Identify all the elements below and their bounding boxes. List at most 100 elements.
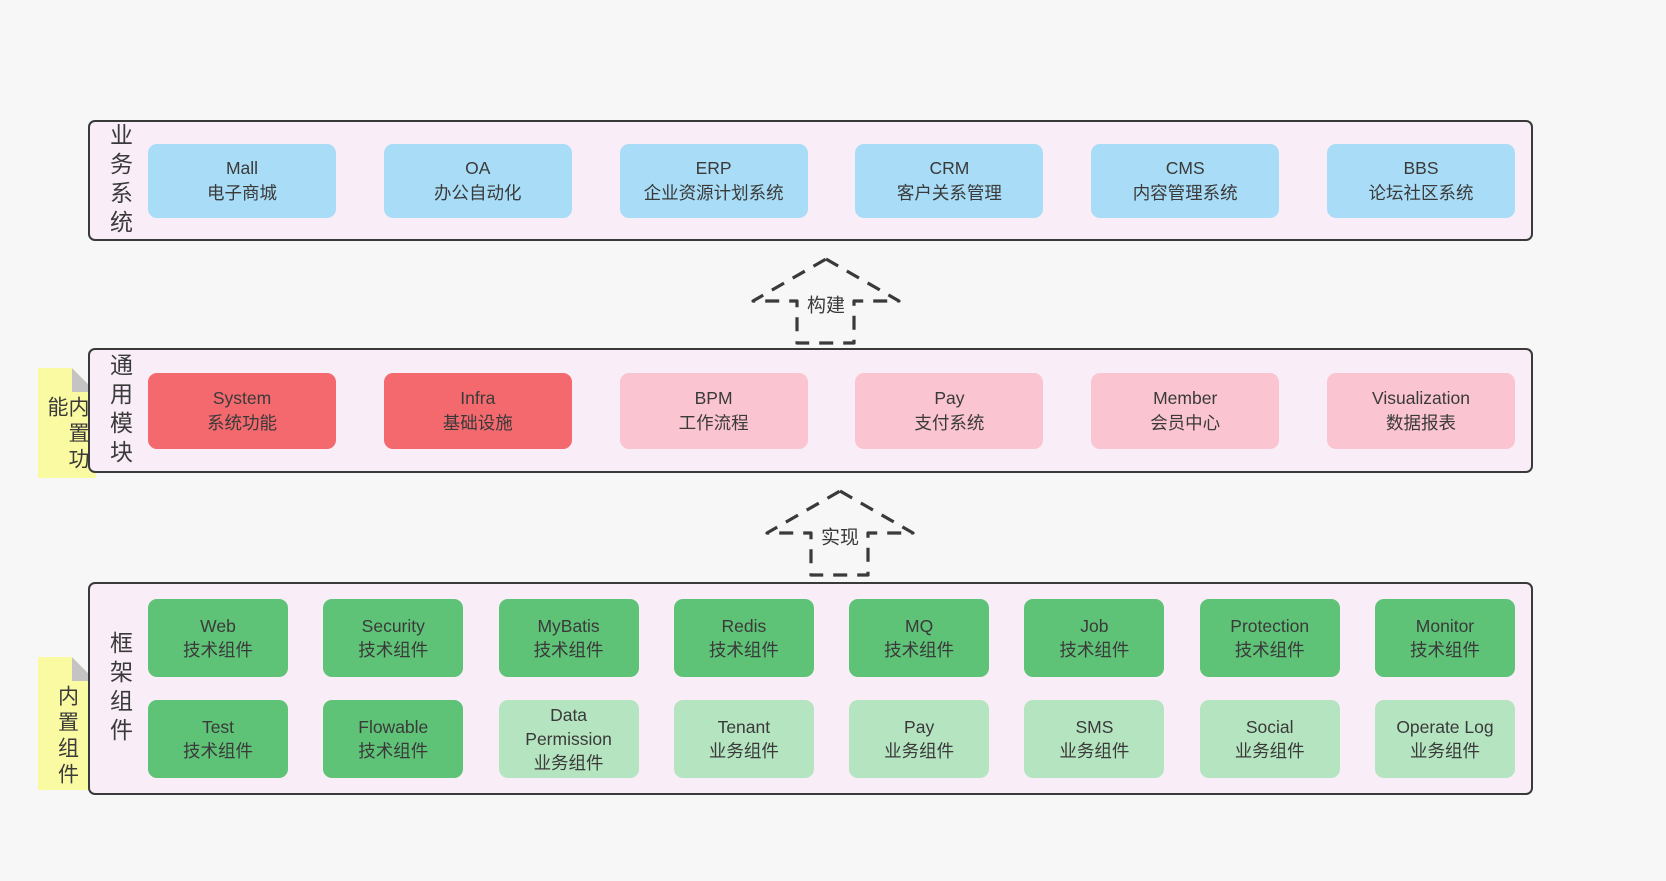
box-subtitle: 技术组件 bbox=[358, 640, 429, 660]
box-mq: MQ 技术组件 bbox=[849, 599, 990, 677]
box-title: CMS bbox=[1165, 158, 1205, 179]
box-title: Pay bbox=[934, 388, 965, 409]
box-subtitle: 数据报表 bbox=[1385, 412, 1456, 433]
arrow-up-dashed-icon bbox=[751, 257, 901, 345]
sticky-builtin-features-label: 内置功能 bbox=[45, 396, 89, 474]
box-title: Monitor bbox=[1415, 615, 1475, 636]
box-infra: Infra 基础设施 bbox=[383, 372, 572, 449]
box-pay-system: Pay 支付系统 bbox=[855, 372, 1044, 449]
box-protection: Protection 技术组件 bbox=[1199, 599, 1340, 677]
panel-business-systems-label: 业务系统 bbox=[106, 122, 133, 239]
box-cms: CMS 内容管理系统 bbox=[1091, 143, 1280, 218]
box-title: Tenant bbox=[717, 716, 771, 737]
arrow-build: 构建 bbox=[750, 256, 902, 346]
box-subtitle: 业务组件 bbox=[884, 741, 955, 761]
box-oa: OA 办公自动化 bbox=[383, 143, 572, 218]
box-mybatis: MyBatis 技术组件 bbox=[498, 599, 639, 677]
box-subtitle: 技术组件 bbox=[1059, 640, 1130, 660]
box-title: Test bbox=[201, 716, 235, 737]
panel-business-systems: 业务系统 Mall 电子商城 OA 办公自动化 ERP 企业资源计划系统 CRM bbox=[88, 120, 1533, 241]
box-subtitle: 技术组件 bbox=[183, 741, 253, 761]
framework-components-row-2: Test 技术组件 Flowable 技术组件 Data Permission … bbox=[148, 700, 1515, 778]
box-job: Job 技术组件 bbox=[1024, 599, 1165, 677]
panel-framework-components-label: 框架组件 bbox=[106, 630, 133, 747]
box-flowable: Flowable 技术组件 bbox=[323, 700, 464, 778]
box-subtitle: 业务组件 bbox=[1059, 741, 1130, 761]
box-erp: ERP 企业资源计划系统 bbox=[619, 143, 808, 218]
box-title: Pay bbox=[904, 716, 935, 737]
box-subtitle: 技术组件 bbox=[358, 741, 429, 761]
box-web: Web 技术组件 bbox=[148, 599, 288, 677]
box-title: Member bbox=[1153, 388, 1218, 409]
panel-business-systems-label-wrap: 业务系统 bbox=[90, 122, 148, 239]
box-operate-log: Operate Log 业务组件 bbox=[1374, 700, 1515, 778]
box-mall: Mall 电子商城 bbox=[148, 143, 336, 218]
arrow-up-dashed-icon bbox=[765, 489, 915, 577]
box-title: Security bbox=[361, 615, 425, 636]
box-bpm: BPM 工作流程 bbox=[619, 372, 808, 449]
box-subtitle: 技术组件 bbox=[884, 640, 955, 660]
panel-common-modules: 通用模块 System 系统功能 Infra 基础设施 BPM 工作流程 Pay bbox=[88, 348, 1533, 473]
box-system: System 系统功能 bbox=[148, 372, 336, 449]
box-subtitle: 技术组件 bbox=[183, 640, 253, 660]
box-subtitle: 办公自动化 bbox=[434, 182, 522, 203]
box-subtitle: 支付系统 bbox=[914, 412, 985, 433]
box-sms: SMS 业务组件 bbox=[1024, 700, 1165, 778]
box-subtitle: 系统功能 bbox=[207, 412, 277, 433]
box-subtitle: 技术组件 bbox=[1409, 640, 1480, 660]
box-visualization: Visualization 数据报表 bbox=[1326, 372, 1515, 449]
box-title: Mall bbox=[225, 158, 259, 179]
box-social: Social 业务组件 bbox=[1199, 700, 1340, 778]
panel-framework-components-label-wrap: 框架组件 bbox=[90, 584, 148, 793]
common-modules-boxes: System 系统功能 Infra 基础设施 BPM 工作流程 Pay 支付系统… bbox=[148, 350, 1531, 471]
framework-components-boxes: Web 技术组件 Security 技术组件 MyBatis 技术组件 Redi… bbox=[148, 584, 1531, 793]
box-subtitle: 企业资源计划系统 bbox=[643, 182, 784, 203]
box-redis: Redis 技术组件 bbox=[673, 599, 814, 677]
box-title: Job bbox=[1080, 615, 1109, 636]
sticky-note-builtin-features: 内置功能 bbox=[38, 368, 96, 478]
panel-common-modules-label-wrap: 通用模块 bbox=[90, 350, 148, 471]
box-test: Test 技术组件 bbox=[148, 700, 288, 778]
box-title: MyBatis bbox=[537, 615, 600, 636]
box-title: System bbox=[212, 388, 272, 409]
box-title: ERP bbox=[695, 158, 732, 179]
box-subtitle: 业务组件 bbox=[1409, 741, 1480, 761]
box-title: Operate Log bbox=[1396, 716, 1494, 737]
box-subtitle: 业务组件 bbox=[533, 753, 604, 774]
box-title: Web bbox=[200, 615, 236, 636]
business-systems-row: Mall 电子商城 OA 办公自动化 ERP 企业资源计划系统 CRM 客户关系… bbox=[148, 143, 1515, 218]
box-title: Visualization bbox=[1372, 388, 1470, 409]
box-title: Protection bbox=[1230, 615, 1310, 636]
box-title: Redis bbox=[721, 615, 767, 636]
panel-common-modules-label: 通用模块 bbox=[106, 352, 133, 469]
box-title: CRM bbox=[929, 158, 970, 179]
arrow-build-label: 构建 bbox=[802, 289, 850, 319]
box-subtitle: 技术组件 bbox=[708, 640, 779, 660]
business-systems-boxes: Mall 电子商城 OA 办公自动化 ERP 企业资源计划系统 CRM 客户关系… bbox=[148, 122, 1531, 239]
box-subtitle: 内容管理系统 bbox=[1132, 182, 1238, 203]
box-subtitle: 业务组件 bbox=[1234, 741, 1305, 761]
box-bbs: BBS 论坛社区系统 bbox=[1326, 143, 1515, 218]
box-pay-component: Pay 业务组件 bbox=[849, 700, 990, 778]
framework-components-row-1: Web 技术组件 Security 技术组件 MyBatis 技术组件 Redi… bbox=[148, 599, 1515, 677]
box-subtitle: 客户关系管理 bbox=[896, 182, 1002, 203]
box-title: Social bbox=[1245, 716, 1294, 737]
box-title: MQ bbox=[905, 615, 934, 636]
box-title: Data Permission bbox=[525, 704, 612, 749]
box-title: Flowable bbox=[358, 716, 429, 737]
box-monitor: Monitor 技术组件 bbox=[1374, 599, 1515, 677]
box-data-permission: Data Permission 业务组件 bbox=[498, 700, 639, 778]
box-subtitle: 会员中心 bbox=[1150, 412, 1221, 433]
sticky-builtin-components-label: 内置组件 bbox=[55, 685, 79, 789]
box-security: Security 技术组件 bbox=[323, 599, 464, 677]
box-subtitle: 技术组件 bbox=[1234, 640, 1305, 660]
box-title: OA bbox=[465, 158, 491, 179]
box-title: BPM bbox=[694, 388, 733, 409]
box-subtitle: 基础设施 bbox=[442, 412, 513, 433]
box-crm: CRM 客户关系管理 bbox=[855, 143, 1044, 218]
arrow-implement-label: 实现 bbox=[816, 521, 864, 551]
box-tenant: Tenant 业务组件 bbox=[673, 700, 814, 778]
box-member: Member 会员中心 bbox=[1091, 372, 1280, 449]
box-title: SMS bbox=[1075, 716, 1114, 737]
